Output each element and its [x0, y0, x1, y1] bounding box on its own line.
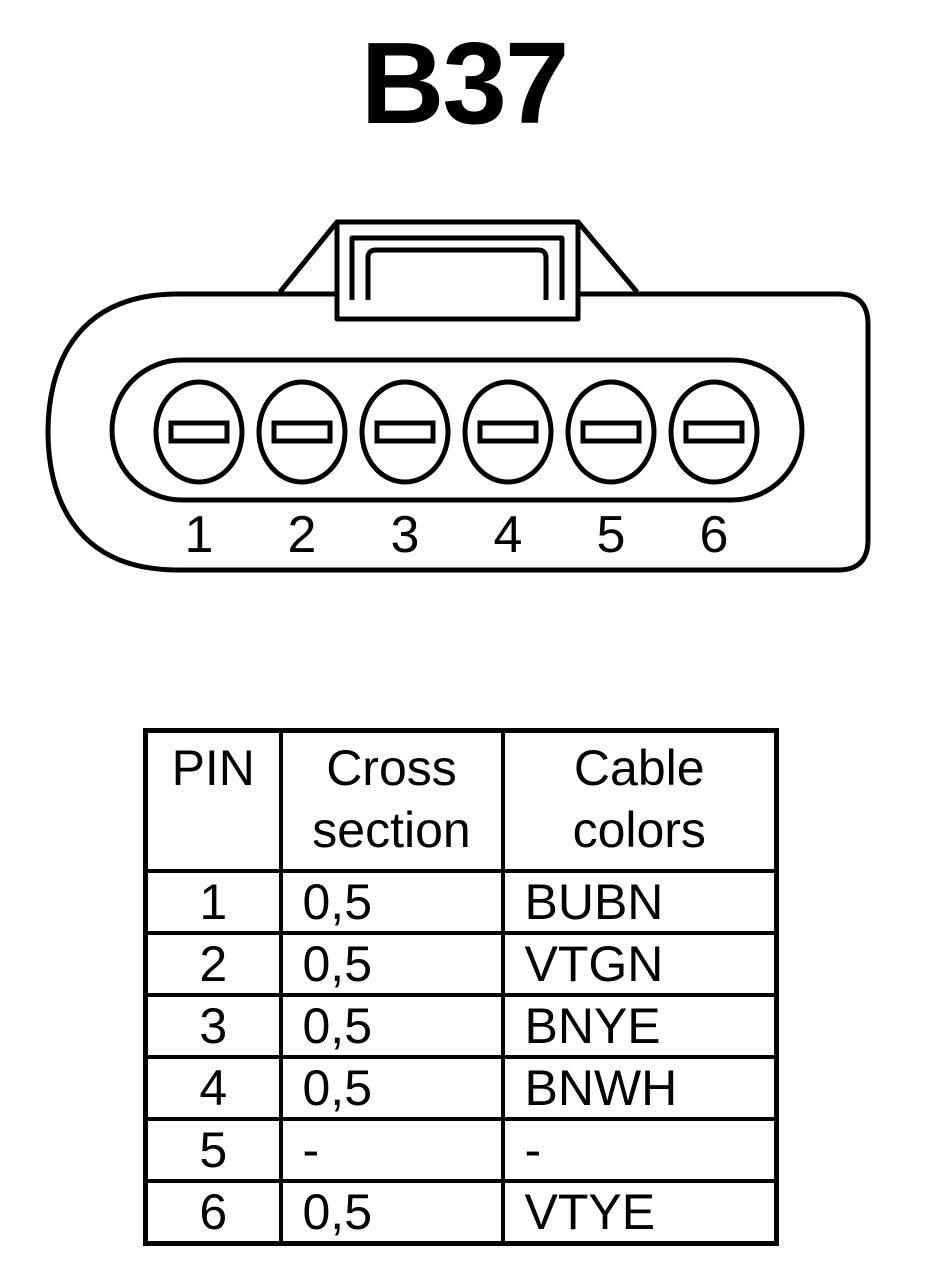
pin-number-label: 1 [185, 506, 214, 564]
header-cross-section-line2: section [312, 802, 471, 858]
cell-cable-color: VTGN [500, 931, 779, 997]
cell-cable-color: BUBN [500, 869, 779, 935]
pin-socket [359, 379, 451, 485]
cell-pin: 5 [143, 1117, 283, 1183]
cell-cross-section: 0,5 [278, 1055, 505, 1121]
table-row: 1 0,5 BUBN [143, 869, 779, 935]
pin-socket [668, 379, 760, 485]
header-pin: PIN [143, 728, 283, 873]
connector-pin-3: 3 [359, 379, 451, 564]
table-row: 2 0,5 VTGN [143, 931, 779, 997]
cell-cable-color: - [500, 1117, 779, 1183]
cell-cross-section: 0,5 [278, 869, 505, 935]
pin-terminal [168, 420, 230, 444]
pin-number-label: 4 [494, 506, 523, 564]
cell-pin: 6 [143, 1179, 283, 1246]
pin-terminal [683, 420, 745, 444]
header-cross-section: Cross section [278, 728, 505, 873]
pin-number-label: 3 [391, 506, 420, 564]
pin-terminal [271, 420, 333, 444]
pin-socket [565, 379, 657, 485]
header-cable-colors-line1: Cable [573, 740, 705, 796]
table-header-row: PIN Cross section Cable colors [143, 728, 779, 873]
pin-number-label: 5 [597, 506, 626, 564]
cell-pin: 3 [143, 993, 283, 1059]
pin-number-label: 6 [700, 506, 729, 564]
header-cable-colors: Cable colors [500, 728, 779, 873]
cell-pin: 1 [143, 869, 283, 935]
connector-pin-2: 2 [256, 379, 348, 564]
pin-cavity [109, 357, 805, 503]
pin-terminal [477, 420, 539, 444]
pin-terminal [374, 420, 436, 444]
pin-socket [256, 379, 348, 485]
connector-housing-outline [45, 291, 871, 573]
cell-pin: 2 [143, 931, 283, 997]
connector-title: B37 [360, 18, 570, 148]
connector-pin-5: 5 [565, 379, 657, 564]
connector-pin-6: 6 [668, 379, 760, 564]
pin-socket [462, 379, 554, 485]
pin-number-label: 2 [288, 506, 317, 564]
header-cross-section-line1: Cross [326, 740, 457, 796]
pin-terminal [580, 420, 642, 444]
connector-pin-1: 1 [153, 379, 245, 564]
pin-assignment-table: PIN Cross section Cable colors 1 0,5 BUB… [143, 728, 779, 1246]
connector-pin-4: 4 [462, 379, 554, 564]
cell-cable-color: VTYE [500, 1179, 779, 1246]
cell-cross-section: 0,5 [278, 1179, 505, 1246]
cell-cable-color: BNYE [500, 993, 779, 1059]
table-row: 5 - - [143, 1117, 779, 1183]
connector-diagram: 1 2 3 4 5 6 [45, 219, 871, 573]
header-cable-colors-line2: colors [572, 802, 706, 858]
header-pin-text: PIN [171, 740, 255, 796]
table-row: 6 0,5 VTYE [143, 1179, 779, 1246]
table-row: 4 0,5 BNWH [143, 1055, 779, 1121]
table-row: 3 0,5 BNYE [143, 993, 779, 1059]
cell-cross-section: - [278, 1117, 505, 1183]
pin-socket [153, 379, 245, 485]
connector-latch [278, 219, 639, 322]
cell-cable-color: BNWH [500, 1055, 779, 1121]
cell-pin: 4 [143, 1055, 283, 1121]
cell-cross-section: 0,5 [278, 931, 505, 997]
cell-cross-section: 0,5 [278, 993, 505, 1059]
